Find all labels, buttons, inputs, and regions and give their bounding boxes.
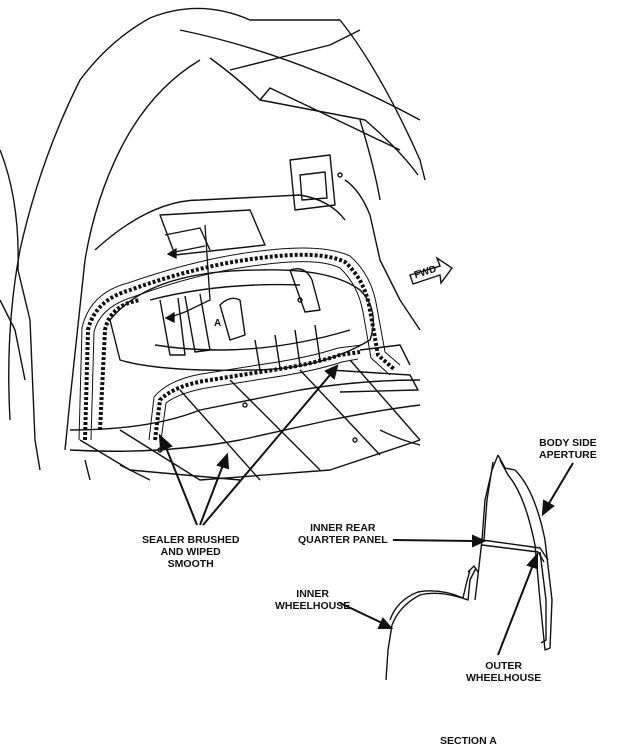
outer-wheelhouse-line-2: WHEELHOUSE <box>466 672 542 684</box>
inner-rear-quarter-panel-label: INNER REAR QUARTER PANEL <box>298 522 388 546</box>
outer-wheelhouse-line-1: OUTER <box>485 660 522 672</box>
outer-wheelhouse-label: OUTER WHEELHOUSE <box>466 660 541 684</box>
inner-rear-quarter-line-1: INNER REAR <box>310 522 376 534</box>
section-cut-marker <box>164 224 211 324</box>
section-a-leader-lines <box>339 462 574 656</box>
body-side-aperture-label: BODY SIDE APERTURE <box>539 437 597 461</box>
body-side-aperture-line-1: BODY SIDE <box>539 437 597 449</box>
inner-rear-quarter-line-2: QUARTER PANEL <box>298 534 388 546</box>
sealer-leader-lines <box>158 364 339 526</box>
sealer-brushed-label: SEALER BRUSHED AND WIPED SMOOTH <box>142 534 239 570</box>
section-a-title: SECTION A <box>440 735 497 747</box>
sealer-bead-outline <box>78 247 401 441</box>
fwd-arrow <box>409 256 453 285</box>
inner-wheelhouse-line-2: WHEELHOUSE <box>275 600 351 612</box>
vehicle-body-illustration <box>0 7 426 481</box>
sealer-label-line-2: AND WIPED <box>160 546 221 558</box>
sealer-label-line-3: SMOOTH <box>167 558 214 570</box>
sealer-label-line-1: SEALER BRUSHED <box>142 534 240 546</box>
sealer-bead <box>83 252 397 441</box>
section-a-cross-section <box>385 454 553 681</box>
inner-wheelhouse-label: INNER WHEELHOUSE <box>275 588 350 612</box>
inner-wheelhouse-line-1: INNER <box>296 588 329 600</box>
body-side-aperture-line-2: APERTURE <box>539 449 597 461</box>
section-marker-a: A <box>214 318 222 329</box>
